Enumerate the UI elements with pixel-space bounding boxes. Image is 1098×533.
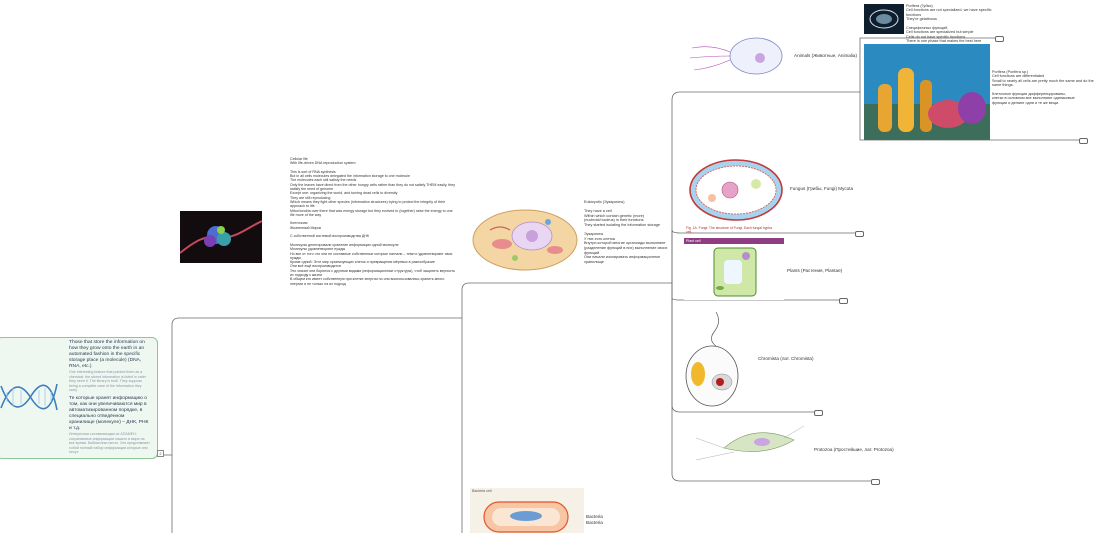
root-text-ru: Те которые хранят информацию о том, как … (69, 396, 149, 431)
eukaryote-notes-text: Eukaryotic (Эукариоты) They have a cell … (584, 200, 668, 264)
animal-cell-illustration (470, 200, 580, 272)
sponge-collapse-toggle[interactable] (1079, 138, 1088, 144)
root-node-card[interactable]: Those that store the information on how … (0, 337, 158, 459)
plants-collapse-toggle[interactable] (839, 298, 848, 304)
root-count-badge[interactable]: 2 (157, 450, 164, 457)
kingdom-label-animals: Animals (Животные, Animalia) (794, 53, 857, 58)
cell-molecule-image (180, 211, 262, 263)
fungus-figure-caption: Fig. 1A. Fungi: The structure of Fungi. … (686, 226, 773, 234)
porifera-collapse-toggle[interactable] (995, 36, 1004, 42)
kingdom-label-protozoa: Protozoa (Простейшие, лат. Protozoa) (814, 447, 894, 452)
fungus-cell-diagram (686, 148, 786, 228)
bacteria-label: Bacteria Bacteria (586, 514, 603, 525)
root-note-ru: Интересная составляющая их АПАМЕН: сохра… (69, 432, 150, 455)
porifera-notes-text: Porifera (Губки) Cell functions are not … (906, 4, 992, 44)
sponge-reef-image (864, 44, 990, 140)
sponge-notes-text: Porifera (Porifera sp.) Cell functions a… (992, 70, 1094, 105)
root-note-en: One interesting feature that pointed the… (69, 370, 147, 393)
kingdom-label-plants: Plants (Растения, Plantae) (787, 268, 843, 273)
chromista-cell-diagram (682, 310, 752, 408)
animal-protist-diagram (686, 18, 788, 88)
root-text-en: Those that store the information on how … (69, 340, 145, 369)
comb-jelly-image (864, 4, 904, 34)
plant-cell-diagram: Plant cell (684, 238, 784, 300)
dna-helix-image (0, 383, 58, 411)
kingdom-label-fungus: Fungus (Грибы, Fungi) Mycota (790, 186, 854, 191)
protozoa-collapse-toggle[interactable] (871, 479, 880, 485)
protozoa-cell-diagram (684, 418, 810, 476)
fungus-collapse-toggle[interactable] (855, 231, 864, 237)
bacteria-cell-diagram: Bacteria cell (470, 488, 584, 533)
chromista-collapse-toggle[interactable] (814, 410, 823, 416)
plant-cell-header: Plant cell (684, 238, 784, 244)
kingdom-label-chromista: Chromista (лат. Chromista) (758, 356, 814, 361)
bacteria-header: Bacteria cell (472, 489, 492, 493)
cell-notes-text: Cellular life With life-driven DNA repro… (290, 157, 456, 286)
